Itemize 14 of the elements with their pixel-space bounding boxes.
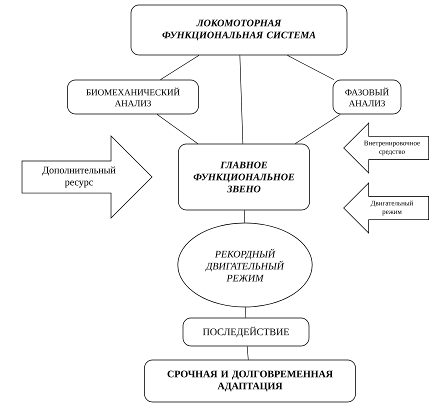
connector-line	[246, 346, 249, 360]
connector-line	[240, 55, 244, 144]
analysis-box: ФАЗОВЫЙ АНАЛИЗ	[332, 80, 402, 114]
analysis-box: БИОМЕХАНИЧЕСКИЙ АНАЛИЗ	[67, 80, 199, 114]
connector-line	[294, 114, 341, 144]
aftereffect-box: ПОСЛЕДЕЙСТВИЕ	[182, 318, 310, 346]
connector-line	[287, 55, 334, 80]
adaptation-box: СРОЧНАЯ И ДОЛГОВРЕМЕННАЯ АДАПТАЦИЯ	[144, 360, 356, 402]
connector-line	[244, 210, 245, 223]
connector-line	[160, 55, 200, 80]
main-link-box: ГЛАВНОЕ ФУНКЦИОНАЛЬНОЕ ЗВЕНО	[178, 144, 310, 210]
connector-line	[245, 307, 246, 318]
system-box: ЛОКОМОТОРНАЯ ФУНКЦИОНАЛЬНАЯ СИСТЕМА	[130, 4, 348, 56]
connector-line	[156, 114, 198, 144]
